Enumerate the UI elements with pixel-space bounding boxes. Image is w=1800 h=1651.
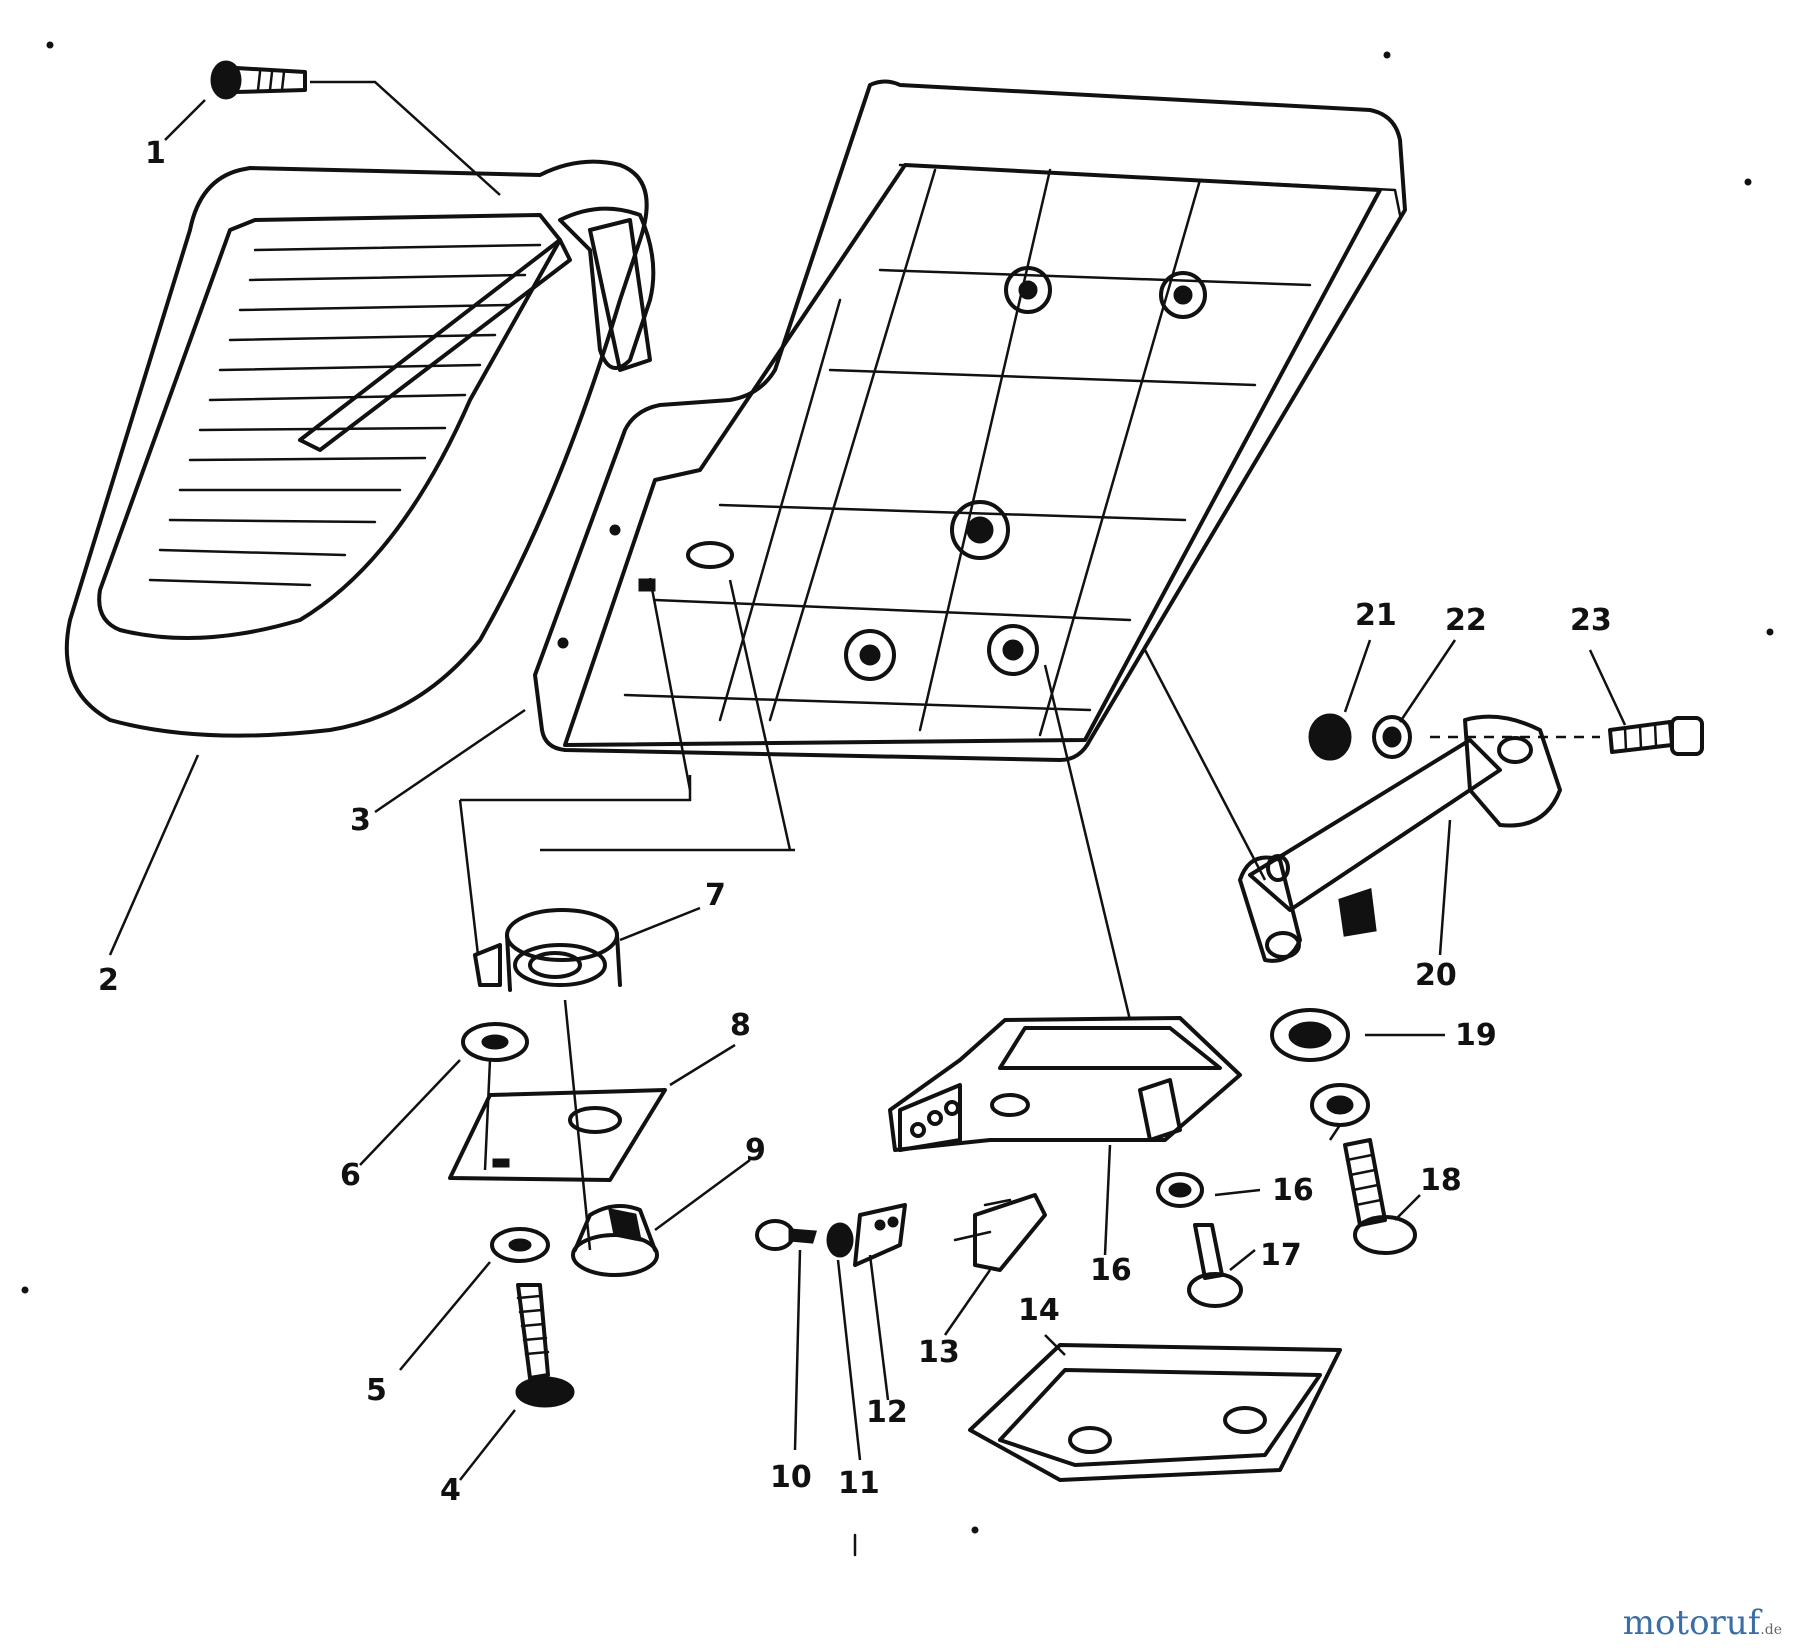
callout-21: 21: [1355, 598, 1397, 633]
part-4-screw: [515, 1283, 575, 1408]
callout-11: 11: [838, 1466, 880, 1501]
part-10-knob: [755, 1219, 817, 1251]
callout-9: 9: [745, 1133, 766, 1168]
callout-3: 3: [350, 803, 371, 838]
callout-1: 1: [145, 136, 166, 171]
print-specks: [21, 41, 1774, 1557]
part-23-bolt: [1608, 716, 1704, 756]
callout-17: 17: [1260, 1238, 1302, 1273]
part-8-plate: [448, 1088, 667, 1182]
part-13-bracket: [953, 1193, 1047, 1272]
part-3-platform-frame: [533, 79, 1407, 762]
part-6-washer: [461, 1022, 529, 1062]
part-9-cup: [571, 1204, 659, 1277]
part-18-bolt: [1343, 1138, 1417, 1255]
callout-5: 5: [366, 1373, 387, 1408]
part-22-washer: [1372, 715, 1412, 759]
part-17-bolt: [1187, 1223, 1243, 1308]
callout-20: 20: [1415, 958, 1457, 993]
part-19-rubber-mount: [1270, 1008, 1350, 1062]
callout-4: 4: [440, 1473, 461, 1508]
callout-22: 22: [1445, 603, 1487, 638]
callout-10: 10: [770, 1460, 812, 1495]
part-14-base-bracket: [968, 1343, 1342, 1482]
callout-16-lower: 16: [1272, 1173, 1314, 1208]
callout-16-bracket: 16: [1090, 1253, 1132, 1288]
callout-23: 23: [1570, 603, 1612, 638]
callout-12: 12: [866, 1395, 908, 1430]
callout-2: 2: [98, 963, 119, 998]
part-5-washer: [490, 1227, 550, 1263]
part-11-nut: [826, 1222, 854, 1258]
callout-labels: 1 2 3 4 5 6 7 8 9 10 11 12 13 14 16 16 1…: [98, 136, 1612, 1508]
callout-19: 19: [1455, 1018, 1497, 1053]
callout-14: 14: [1018, 1293, 1060, 1328]
part-16-block-bracket: [888, 1016, 1242, 1152]
callout-6: 6: [340, 1158, 361, 1193]
part-1-bolt: [210, 60, 307, 100]
part-20-linkage-arm: [1238, 714, 1562, 963]
callout-18: 18: [1420, 1163, 1462, 1198]
callout-7: 7: [705, 878, 726, 913]
callout-8: 8: [730, 1008, 751, 1043]
part-16-washer-right: [1310, 1083, 1370, 1127]
callout-13: 13: [918, 1335, 960, 1370]
part-2-pedal-plate: [64, 159, 656, 738]
part-7-bushing: [473, 908, 622, 992]
part-16-washer-lower: [1156, 1172, 1204, 1208]
watermark-logo: motoruf.de: [1622, 1603, 1782, 1643]
part-12-clip: [853, 1203, 907, 1267]
part-21-nut: [1308, 713, 1352, 761]
leader-lines: [108, 80, 1627, 1481]
